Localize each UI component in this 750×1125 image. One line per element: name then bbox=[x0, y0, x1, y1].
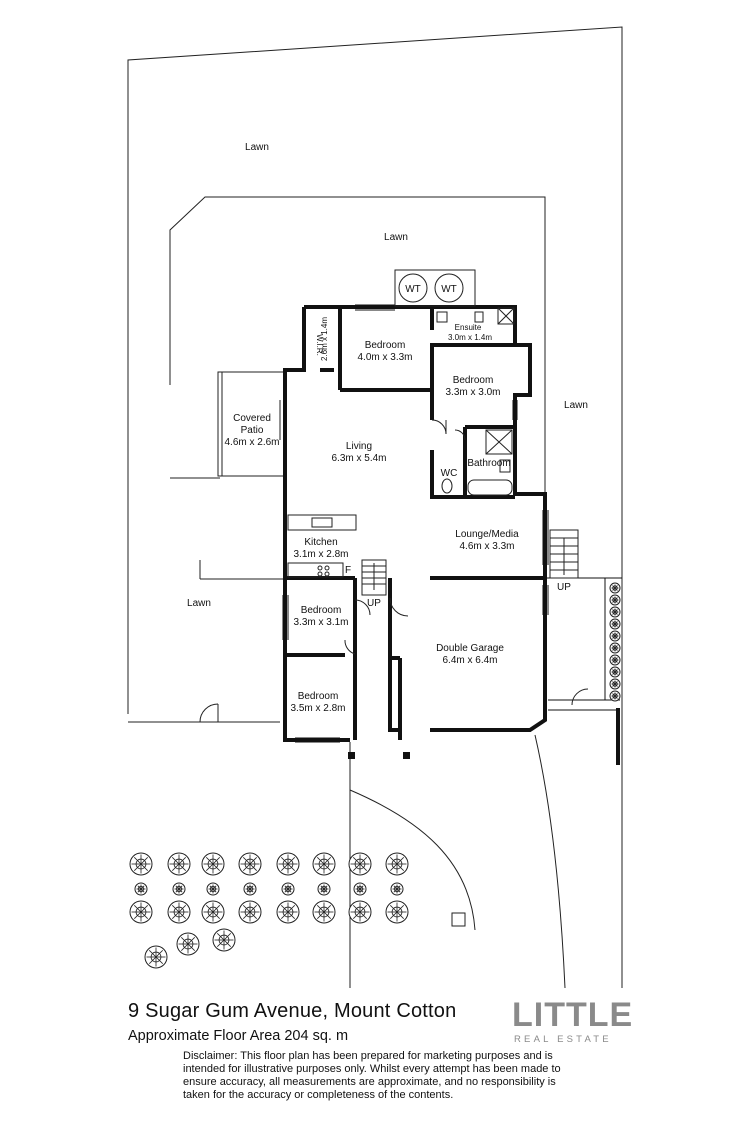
door-swings bbox=[199, 419, 589, 723]
floor-area: Approximate Floor Area 204 sq. m bbox=[128, 1028, 349, 1044]
shrub-icon bbox=[238, 852, 262, 876]
water-tank-2-circle bbox=[434, 273, 464, 303]
inner-lawn-boundary bbox=[169, 196, 546, 580]
shrub-icon bbox=[176, 932, 200, 956]
covered-patio bbox=[217, 371, 285, 477]
shrub-icon bbox=[129, 900, 153, 924]
shrub-icon bbox=[609, 594, 621, 606]
shrub-icon bbox=[609, 690, 621, 702]
driveway bbox=[349, 734, 566, 989]
shrub-icon bbox=[276, 900, 300, 924]
shrub-icon bbox=[172, 882, 186, 896]
garage-posts bbox=[348, 752, 410, 759]
shrub-icon bbox=[206, 882, 220, 896]
room-patio-name-line1: Covered bbox=[233, 413, 271, 424]
shrub-icon bbox=[281, 882, 295, 896]
shrub-icon bbox=[129, 852, 153, 876]
shrub-icon bbox=[609, 606, 621, 618]
kitchen-fixtures bbox=[287, 514, 357, 578]
shrub-icon bbox=[201, 852, 225, 876]
shrub-icon bbox=[385, 852, 409, 876]
shrub-icon bbox=[609, 642, 621, 654]
shrub-icon bbox=[385, 900, 409, 924]
room-kitchen-size: 3.1m x 2.8m bbox=[293, 549, 348, 560]
room-bedroom3-name: Bedroom bbox=[301, 605, 342, 616]
floor-plan: WT WT Lawn Lawn Lawn Lawn W.I.R. 2.6m x … bbox=[127, 26, 623, 989]
shrub-icon bbox=[212, 928, 236, 952]
property-address: 9 Sugar Gum Avenue, Mount Cotton bbox=[128, 1000, 457, 1022]
shrub-icon bbox=[317, 882, 331, 896]
logo-main-text: LITTLE bbox=[512, 996, 634, 1034]
room-wir-size: 2.6m x 1.4m bbox=[320, 317, 329, 361]
shrub-icon bbox=[312, 852, 336, 876]
room-bedroom4-name: Bedroom bbox=[298, 691, 339, 702]
disclaimer-text: Disclaimer: This floor plan has been pre… bbox=[183, 1050, 561, 1101]
bath-fixtures bbox=[436, 307, 515, 496]
shrub-icon bbox=[167, 852, 191, 876]
shrub-icon bbox=[167, 900, 191, 924]
room-bedroom2-name: Bedroom bbox=[453, 375, 494, 386]
water-tanks: WT WT bbox=[394, 269, 476, 307]
room-bathroom-name: Bathroom bbox=[467, 458, 510, 469]
shrub-icon bbox=[609, 654, 621, 666]
shrub-icon bbox=[609, 618, 621, 630]
room-living-name: Living bbox=[346, 441, 372, 452]
meter-box bbox=[451, 912, 466, 927]
shrub-icon bbox=[134, 882, 148, 896]
room-lounge-name: Lounge/Media bbox=[455, 529, 519, 540]
room-living-size: 6.3m x 5.4m bbox=[331, 453, 386, 464]
room-bedroom4-size: 3.5m x 2.8m bbox=[290, 703, 345, 714]
garden-shrubs bbox=[129, 582, 621, 969]
property-boundary bbox=[127, 26, 623, 988]
stairs-left bbox=[361, 559, 387, 596]
lawn-label-left: Lawn bbox=[187, 598, 211, 609]
lawn-label-top: Lawn bbox=[245, 142, 269, 153]
room-lounge-size: 4.6m x 3.3m bbox=[459, 541, 514, 552]
room-bedroom3-size: 3.3m x 3.1m bbox=[293, 617, 348, 628]
room-wir-name: W.I.R. bbox=[315, 334, 324, 356]
shrub-icon bbox=[609, 678, 621, 690]
stairs-left-up-label: UP bbox=[367, 598, 381, 609]
windows bbox=[282, 304, 549, 743]
water-tank-1: WT bbox=[405, 284, 421, 295]
house-walls bbox=[283, 305, 547, 742]
room-garage-name: Double Garage bbox=[436, 643, 504, 654]
room-patio-size: 4.6m x 2.6m bbox=[224, 437, 279, 448]
water-tank-2: WT bbox=[441, 284, 457, 295]
water-tank-1-circle bbox=[398, 273, 428, 303]
shrub-icon bbox=[348, 852, 372, 876]
stairs-right-up-label: UP bbox=[557, 582, 571, 593]
lawn-label-right: Lawn bbox=[564, 400, 588, 411]
shrub-icon bbox=[312, 900, 336, 924]
logo-sub-text: REAL ESTATE bbox=[514, 1034, 612, 1045]
room-bedroom1-size: 4.0m x 3.3m bbox=[357, 352, 412, 363]
agency-logo: LITTLE REAL ESTATE bbox=[512, 996, 634, 1048]
room-ensuite-size: 3.0m x 1.4m bbox=[448, 333, 492, 342]
shrub-icon bbox=[144, 945, 168, 969]
shrub-icon bbox=[238, 900, 262, 924]
room-wc-name: WC bbox=[441, 468, 458, 479]
shrub-icon bbox=[609, 630, 621, 642]
room-bedroom1-name: Bedroom bbox=[365, 340, 406, 351]
room-ensuite-name: Ensuite bbox=[455, 323, 482, 332]
shrub-icon bbox=[276, 852, 300, 876]
room-patio-name-line2: Patio bbox=[241, 425, 264, 436]
room-bedroom2-size: 3.3m x 3.0m bbox=[445, 387, 500, 398]
lawn-label-inner: Lawn bbox=[384, 232, 408, 243]
shrub-icon bbox=[390, 882, 404, 896]
stairs-right bbox=[549, 529, 579, 579]
shrub-icon bbox=[201, 900, 225, 924]
shrub-icon bbox=[353, 882, 367, 896]
fridge-label: F bbox=[345, 565, 351, 576]
shrub-icon bbox=[609, 582, 621, 594]
room-kitchen-name: Kitchen bbox=[304, 537, 337, 548]
shrub-icon bbox=[348, 900, 372, 924]
room-garage-size: 6.4m x 6.4m bbox=[442, 655, 497, 666]
shrub-icon bbox=[243, 882, 257, 896]
shrub-icon bbox=[609, 666, 621, 678]
